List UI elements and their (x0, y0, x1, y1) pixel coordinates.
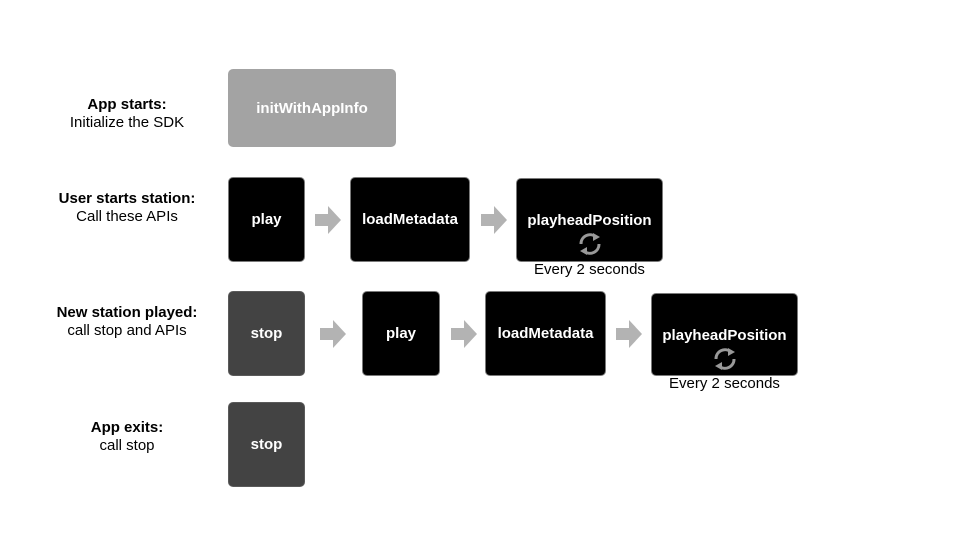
right-arrow-icon (320, 320, 346, 348)
box-label: playheadPosition (527, 212, 652, 229)
row-label-user-starts-station: User starts station: Call these APIs (42, 190, 212, 226)
stop-box: stop (228, 402, 305, 487)
right-arrow-icon (481, 206, 507, 234)
box-label: stop (250, 436, 283, 453)
load-metadata-box: loadMetadata (485, 291, 606, 376)
stop-box: stop (228, 291, 305, 376)
row-subheading: call stop and APIs (67, 322, 187, 339)
load-metadata-box: loadMetadata (350, 177, 470, 262)
playhead-position-box: playheadPosition (516, 178, 663, 262)
refresh-cycle-icon (579, 233, 600, 255)
play-box: play (228, 177, 305, 262)
row-heading: User starts station: (58, 190, 196, 207)
row-label-app-exits: App exits: call stop (52, 419, 202, 455)
init-with-app-info-box: initWithAppInfo (228, 69, 396, 147)
box-label: play (385, 325, 416, 342)
box-label: play (251, 211, 282, 228)
playhead-interval-caption: Every 2 seconds (669, 375, 780, 392)
play-box: play (362, 291, 440, 376)
right-arrow-icon (315, 206, 341, 234)
row-heading: App starts: (87, 96, 167, 113)
row-subheading: Initialize the SDK (69, 114, 185, 131)
row-label-app-starts: App starts: Initialize the SDK (52, 96, 202, 132)
row-heading: App exits: (90, 419, 164, 436)
row-subheading: call stop (99, 437, 155, 454)
box-label: initWithAppInfo (256, 99, 368, 117)
box-label: stop (250, 325, 283, 342)
row-subheading: Call these APIs (76, 208, 178, 225)
box-label: loadMetadata (362, 211, 458, 228)
row-heading: New station played: (56, 304, 198, 321)
right-arrow-icon (451, 320, 477, 348)
playhead-position-box: playheadPosition (651, 293, 798, 376)
playhead-interval-caption: Every 2 seconds (534, 261, 645, 278)
right-arrow-icon (616, 320, 642, 348)
box-label: loadMetadata (497, 325, 594, 342)
refresh-cycle-icon (714, 348, 735, 370)
row-label-new-station-played: New station played: call stop and APIs (42, 304, 212, 340)
box-label: playheadPosition (662, 327, 787, 344)
